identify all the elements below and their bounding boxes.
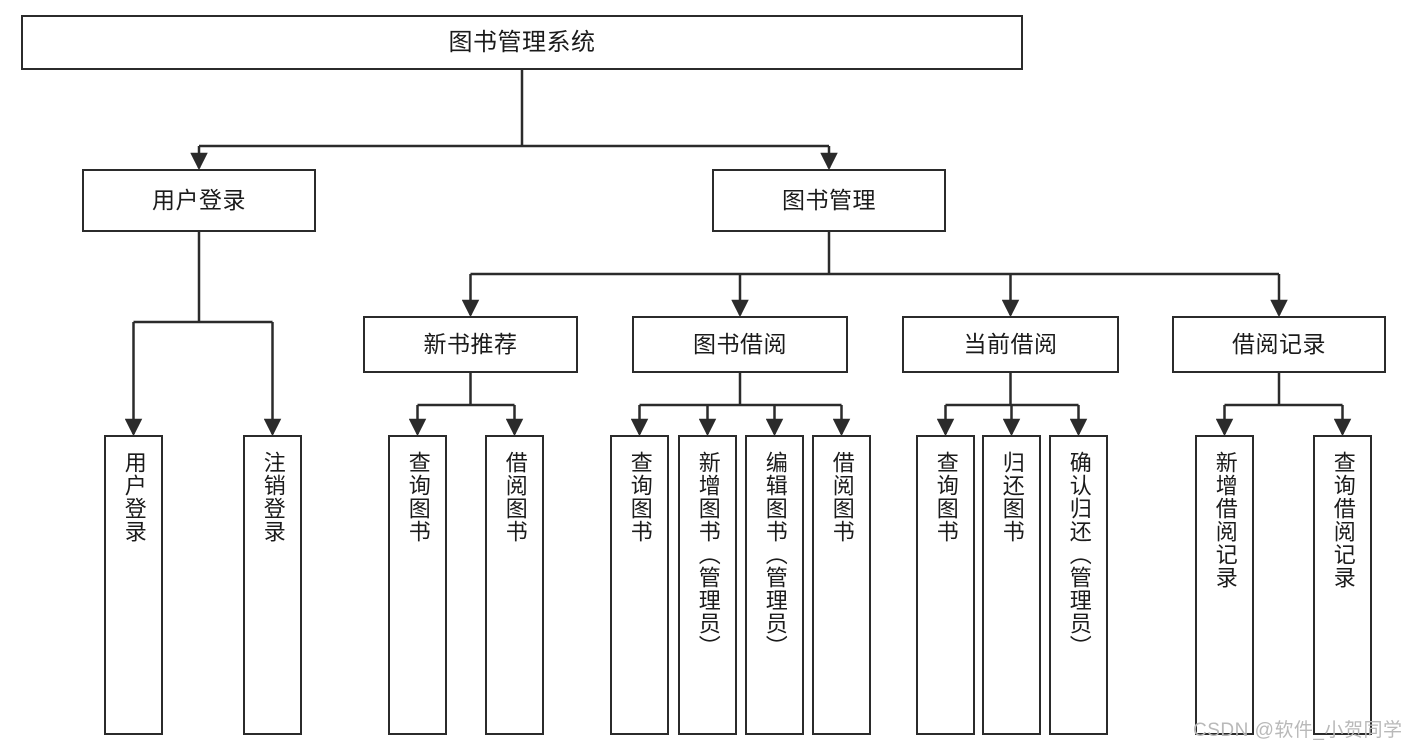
node-label-borrow-record: 借阅记录 — [1232, 331, 1326, 358]
node-root[interactable]: 图书管理系统 — [21, 15, 1023, 70]
node-leaf-cb-return[interactable]: 归还图书 — [982, 435, 1041, 735]
node-leaf-br-add[interactable]: 新增借阅记录 — [1195, 435, 1254, 735]
node-label-leaf-cb-return: 归还图书 — [999, 451, 1025, 543]
node-leaf-bb-query[interactable]: 查询图书 — [610, 435, 669, 735]
node-leaf-bb-add[interactable]: 新增图书（管理员） — [678, 435, 737, 735]
node-leaf-bb-borrow[interactable]: 借阅图书 — [812, 435, 871, 735]
node-label-leaf-bb-query: 查询图书 — [627, 451, 653, 543]
node-label-book-manage: 图书管理 — [782, 187, 876, 214]
node-label-root: 图书管理系统 — [448, 28, 596, 56]
node-label-new-book-rec: 新书推荐 — [423, 331, 518, 358]
node-leaf-rec-query[interactable]: 查询图书 — [388, 435, 447, 735]
node-label-leaf-logout: 注销登录 — [260, 451, 286, 543]
node-book-manage[interactable]: 图书管理 — [712, 169, 946, 232]
node-leaf-cb-query[interactable]: 查询图书 — [916, 435, 975, 735]
node-label-leaf-br-query: 查询借阅记录 — [1330, 451, 1356, 589]
node-label-leaf-rec-query: 查询图书 — [405, 451, 431, 543]
node-label-leaf-bb-edit: 编辑图书（管理员） — [762, 451, 788, 658]
node-current-borrow[interactable]: 当前借阅 — [902, 316, 1119, 373]
node-label-leaf-cb-confirm: 确认归还（管理员） — [1066, 451, 1092, 658]
node-leaf-br-query[interactable]: 查询借阅记录 — [1313, 435, 1372, 735]
node-label-leaf-bb-add: 新增图书（管理员） — [695, 451, 721, 658]
node-label-leaf-user-login: 用户登录 — [121, 451, 147, 543]
node-new-book-rec[interactable]: 新书推荐 — [363, 316, 578, 373]
node-label-leaf-br-add: 新增借阅记录 — [1212, 451, 1238, 589]
node-label-current-borrow: 当前借阅 — [963, 331, 1058, 358]
node-book-borrow[interactable]: 图书借阅 — [632, 316, 848, 373]
node-label-leaf-rec-borrow: 借阅图书 — [502, 451, 528, 543]
node-label-leaf-cb-query: 查询图书 — [933, 451, 959, 543]
node-borrow-record[interactable]: 借阅记录 — [1172, 316, 1386, 373]
edge-group — [124, 70, 1352, 437]
node-leaf-logout[interactable]: 注销登录 — [243, 435, 302, 735]
node-leaf-bb-edit[interactable]: 编辑图书（管理员） — [745, 435, 804, 735]
csdn-watermark: CSDN @软件_小贺同学 — [1193, 720, 1403, 741]
node-leaf-cb-confirm[interactable]: 确认归还（管理员） — [1049, 435, 1108, 735]
node-label-user-login: 用户登录 — [152, 187, 246, 214]
node-user-login[interactable]: 用户登录 — [82, 169, 316, 232]
node-label-leaf-bb-borrow: 借阅图书 — [829, 451, 855, 543]
node-leaf-user-login[interactable]: 用户登录 — [104, 435, 163, 735]
node-label-book-borrow: 图书借阅 — [693, 331, 787, 358]
node-leaf-rec-borrow[interactable]: 借阅图书 — [485, 435, 544, 735]
